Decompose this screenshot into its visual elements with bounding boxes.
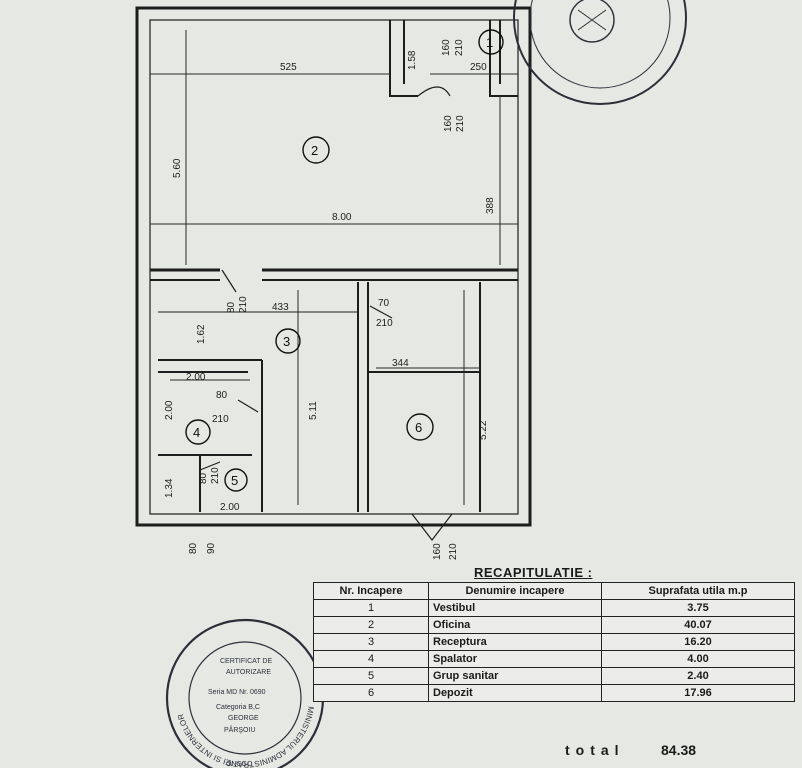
dim-label: 250	[470, 62, 487, 73]
stamp-line: Categoria B,C	[216, 704, 260, 711]
dim-label: 210	[448, 543, 459, 560]
stamp-line: PÂRŞOIU	[224, 725, 256, 734]
dim-label: 2.00	[220, 502, 240, 513]
dim-label: 2.00	[164, 400, 175, 420]
inner-walls	[150, 20, 518, 512]
top-stamp	[513, 0, 687, 105]
room-number-cell: 1	[313, 599, 429, 617]
dim-label: 80	[216, 390, 228, 401]
dim-label: 80	[226, 301, 237, 313]
dim-label: 525	[280, 62, 297, 73]
room-area-cell: 40.07	[601, 616, 795, 634]
room-number-cell: 5	[313, 667, 429, 685]
room-name-cell: Oficina	[428, 616, 602, 634]
room-name-cell: Receptura	[428, 633, 602, 651]
recap-table: Nr. Incapere Denumire incapere Suprafata…	[313, 582, 795, 702]
column-header: Suprafata utila m.p	[601, 582, 795, 600]
dim-label: 70	[378, 298, 390, 309]
table-row: 2 Oficina 40.07	[313, 616, 795, 634]
room-number-1: 1	[486, 35, 493, 50]
dim-label: 433	[272, 302, 289, 313]
total-label: total	[565, 742, 625, 758]
dim-label: 1.58	[407, 50, 418, 70]
dim-label: 5.11	[308, 401, 319, 420]
column-header: Nr. Incapere	[313, 582, 429, 600]
room-number-cell: 2	[313, 616, 429, 634]
room-area-cell: 17.96	[601, 684, 795, 702]
room-name-cell: Vestibul	[428, 599, 602, 617]
dim-label: 210	[454, 39, 465, 56]
stamp-line: ONCGC	[226, 761, 252, 768]
door-swings	[199, 86, 453, 541]
table-row: 3 Receptura 16.20	[313, 633, 795, 651]
table-row: 5 Grup sanitar 2.40	[313, 667, 795, 685]
room-name-cell: Depozit	[428, 684, 602, 702]
room-number-2: 2	[311, 143, 318, 158]
dim-label: 388	[485, 197, 496, 214]
dim-label: 90	[206, 542, 217, 554]
table-row: 4 Spalator 4.00	[313, 650, 795, 668]
dim-label: 160	[432, 543, 443, 560]
dim-label: 80	[188, 542, 199, 554]
dim-label: 210	[238, 296, 249, 313]
dim-label: 2.00	[186, 372, 206, 383]
dim-label: 1.34	[164, 478, 175, 498]
dim-label: 1.62	[196, 324, 207, 344]
dim-label: 160	[443, 115, 454, 132]
table-row: 6 Depozit 17.96	[313, 684, 795, 702]
total-value: 84.38	[661, 742, 697, 758]
dim-label: 8.00	[332, 212, 352, 223]
dim-label: 210	[376, 318, 393, 329]
dim-label: 344	[392, 358, 409, 369]
room-area-cell: 4.00	[601, 650, 795, 668]
official-stamp: MINISTERUL ADMINISTRATIEI SI INTERNELOR …	[165, 618, 325, 768]
room-area-cell: 16.20	[601, 633, 795, 651]
dim-label: 160	[441, 39, 452, 56]
dimension-lines	[150, 30, 518, 505]
dim-label: 5.22	[478, 420, 489, 440]
room-number-6: 6	[415, 420, 422, 435]
table-row: 1 Vestibul 3.75	[313, 599, 795, 617]
dim-label: 5.60	[172, 158, 183, 178]
dim-label: 80	[198, 472, 209, 484]
room-area-cell: 3.75	[601, 599, 795, 617]
outer-walls	[135, 6, 532, 527]
room-number-cell: 3	[313, 633, 429, 651]
room-number-5: 5	[231, 473, 238, 488]
stamp-line: GEORGE	[228, 715, 259, 722]
room-number-4: 4	[193, 425, 200, 440]
column-header: Denumire incapere	[428, 582, 602, 600]
room-name-cell: Grup sanitar	[428, 667, 602, 685]
dim-label: 210	[455, 115, 466, 132]
stamp-line: Seria MD Nr. 0690	[208, 689, 266, 696]
room-number-cell: 4	[313, 650, 429, 668]
dim-label: 210	[210, 467, 221, 484]
recap-title: RECAPITULATIE :	[474, 565, 593, 580]
stamp-line: AUTORIZARE	[226, 669, 271, 676]
dim-label: 210	[212, 414, 229, 425]
room-number-3: 3	[283, 334, 290, 349]
dimension-labels: 525 5.60 8.00 388 1.58 250 160 210 160 2…	[164, 39, 496, 560]
room-name-cell: Spalator	[428, 650, 602, 668]
stamp-line: CERTIFICAT DE	[220, 658, 272, 665]
table-header-row: Nr. Incapere Denumire incapere Suprafata…	[313, 582, 795, 600]
room-area-cell: 2.40	[601, 667, 795, 685]
room-number-cell: 6	[313, 684, 429, 702]
room-markers: 1 2 3 4 5 6	[185, 29, 504, 492]
